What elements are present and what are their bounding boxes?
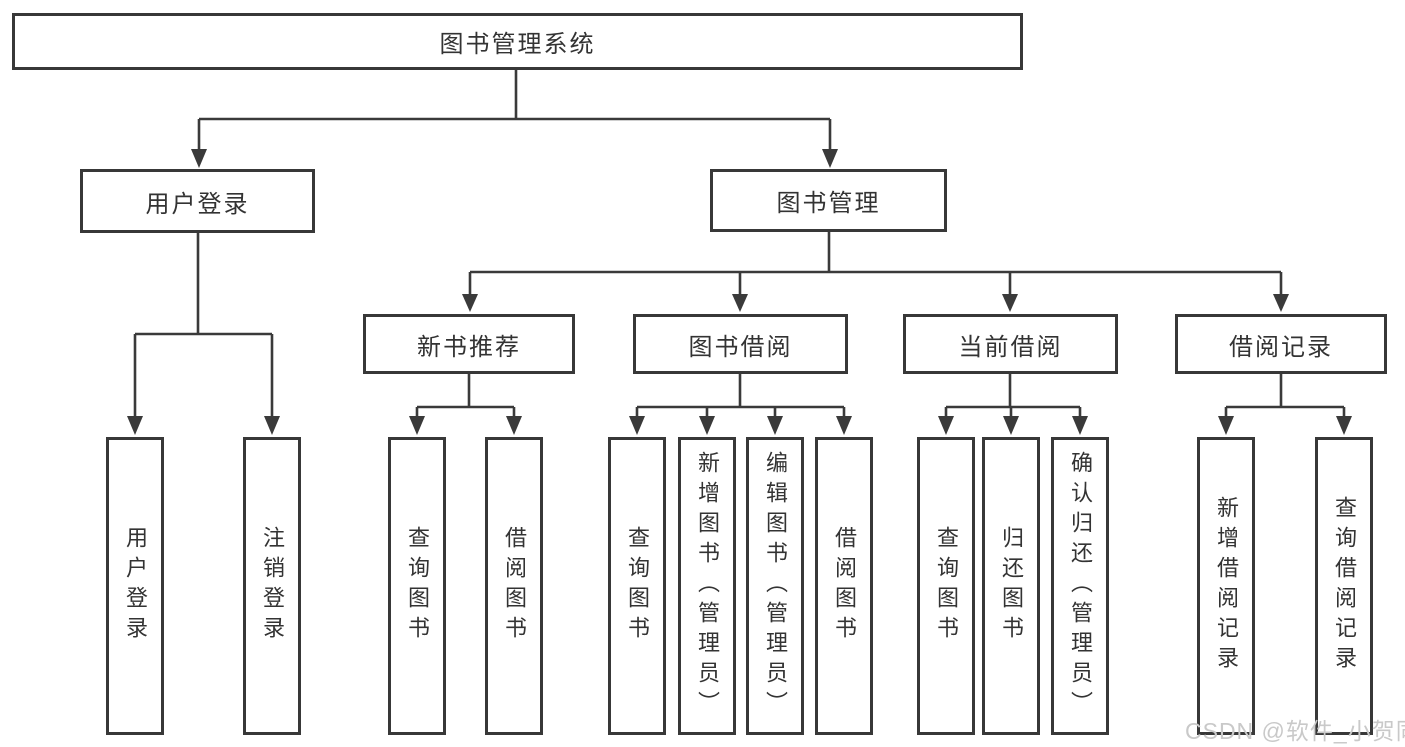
- node-label: 注销登录: [260, 526, 285, 646]
- node-label: 图书管理系统: [439, 31, 596, 58]
- node-library-management-system: 图书管理系统: [12, 13, 1023, 70]
- node-label: 图书管理: [776, 190, 881, 217]
- leaf-query-books-recommend: 查询图书: [388, 437, 446, 735]
- leaf-borrow-books-recommend: 借阅图书: [485, 437, 543, 735]
- node-book-management: 图书管理: [710, 169, 947, 232]
- arrowheads: [127, 149, 1352, 435]
- node-label: 借阅记录: [1229, 333, 1333, 361]
- node-label: 用户登录: [145, 190, 250, 218]
- leaf-query-books-borrow: 查询图书: [608, 437, 666, 735]
- leaf-borrow-books: 借阅图书: [815, 437, 873, 735]
- node-label: 确认归还（管理员）: [1068, 451, 1093, 721]
- leaf-logout: 注销登录: [243, 437, 301, 735]
- leaf-edit-book-admin: 编辑图书（管理员）: [746, 437, 804, 735]
- node-borrow-records: 借阅记录: [1175, 314, 1387, 374]
- node-label: 新书推荐: [417, 333, 521, 361]
- node-label: 新增图书（管理员）: [695, 451, 720, 721]
- leaf-return-book: 归还图书: [982, 437, 1040, 735]
- node-book-borrow: 图书借阅: [633, 314, 848, 374]
- node-label: 归还图书: [999, 526, 1024, 646]
- leaf-confirm-return-admin: 确认归还（管理员）: [1051, 437, 1109, 735]
- node-label: 当前借阅: [958, 333, 1063, 361]
- node-new-book-recommend: 新书推荐: [363, 314, 575, 374]
- node-current-borrow: 当前借阅: [903, 314, 1118, 374]
- node-user-login: 用户登录: [80, 169, 315, 233]
- node-label: 借阅图书: [502, 526, 527, 646]
- leaf-add-borrow-record: 新增借阅记录: [1197, 437, 1255, 735]
- leaf-query-borrow-record: 查询借阅记录: [1315, 437, 1373, 735]
- watermark: CSDN @软件_小贺同学: [1185, 718, 1405, 744]
- leaf-user-login: 用户登录: [106, 437, 164, 735]
- node-label: 查询图书: [625, 526, 650, 646]
- node-label: 查询图书: [934, 526, 959, 646]
- node-label: 查询图书: [405, 526, 430, 646]
- leaf-query-books-current: 查询图书: [917, 437, 975, 735]
- node-label: 用户登录: [123, 526, 148, 646]
- node-label: 查询借阅记录: [1332, 496, 1357, 676]
- leaf-add-book-admin: 新增图书（管理员）: [678, 437, 736, 735]
- node-label: 新增借阅记录: [1214, 496, 1239, 676]
- node-label: 借阅图书: [832, 526, 857, 646]
- node-label: 编辑图书（管理员）: [763, 451, 788, 721]
- node-label: 图书借阅: [688, 333, 793, 361]
